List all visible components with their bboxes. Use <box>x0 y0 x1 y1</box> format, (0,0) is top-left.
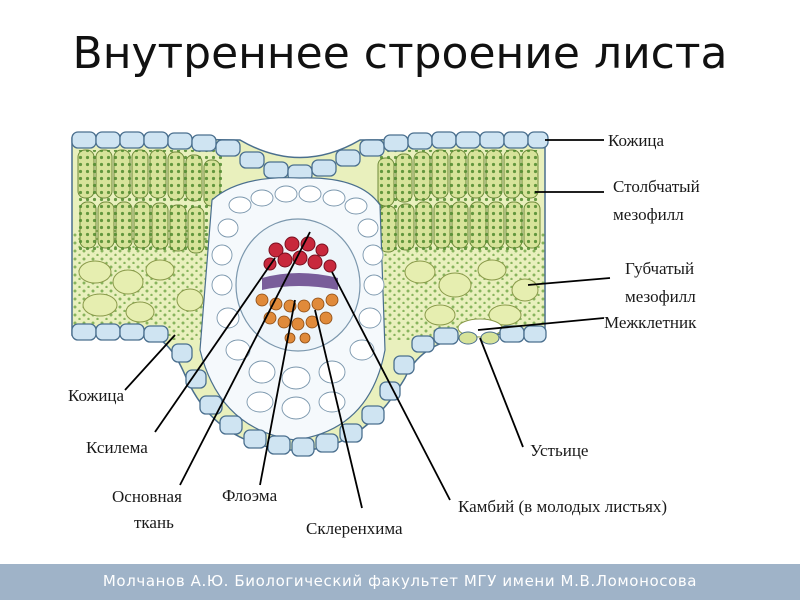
footer-credit: Молчанов А.Ю. Биологический факультет МГ… <box>102 572 698 590</box>
leader-lines <box>124 139 611 509</box>
ground-tissue-cells <box>211 185 385 420</box>
cambium-layer <box>262 273 338 290</box>
spongy-cells <box>78 259 539 326</box>
leader-stoma <box>479 337 524 448</box>
title-clip: Внутреннее строение листа <box>0 0 800 118</box>
phloem-cells <box>255 293 339 344</box>
leader-epidermis-bottom <box>124 334 176 391</box>
leader-intercellular <box>477 317 605 331</box>
label-stoma: Устьице <box>530 441 589 460</box>
label-palisade-line2: мезофилл <box>613 205 684 224</box>
leader-ground-tissue <box>179 231 311 486</box>
leader-sclerenchyma <box>314 309 363 509</box>
label-ground-tissue-line1: Основная <box>112 487 182 506</box>
label-ground-tissue-line2: ткань <box>134 513 174 532</box>
footer-bar: Молчанов А.Ю. Биологический факультет МГ… <box>0 564 800 600</box>
label-palisade-line1: Столбчатый <box>613 177 700 196</box>
label-epidermis-top: Кожица <box>608 131 665 150</box>
label-sclerenchyma: Склеренхима <box>306 519 403 538</box>
page-title: Внутреннее строение листа <box>72 28 728 79</box>
upper-epidermis <box>71 131 549 182</box>
palisade-mesophyll-right <box>377 149 541 254</box>
label-spongy-line2: мезофилл <box>625 287 696 306</box>
label-spongy-line1: Губчатый <box>625 259 695 278</box>
leader-cambium <box>331 271 451 501</box>
leaf-cross-section-diagram <box>71 131 611 509</box>
leader-spongy <box>527 277 611 286</box>
palisade-mesophyll-left <box>77 149 222 254</box>
leader-phloem <box>259 299 296 486</box>
label-xylem: Ксилема <box>86 438 148 457</box>
leader-xylem <box>154 257 276 433</box>
label-intercellular: Межклетник <box>604 313 697 332</box>
label-phloem: Флоэма <box>222 486 278 505</box>
label-cambium: Камбий (в молодых листьях) <box>458 497 668 516</box>
label-epidermis-bottom: Кожица <box>68 386 125 405</box>
stoma <box>458 331 500 345</box>
